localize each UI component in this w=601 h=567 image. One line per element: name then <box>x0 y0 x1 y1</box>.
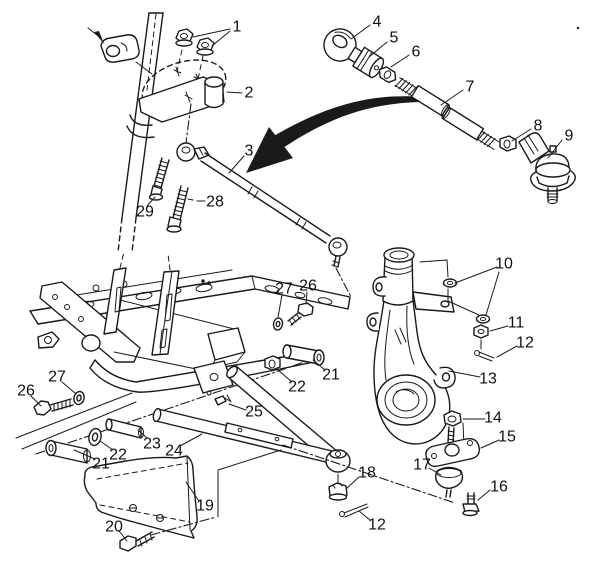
callout-17: 17 <box>413 457 431 474</box>
callout-6: 6 <box>412 44 421 61</box>
shield-leader-lines <box>150 449 282 536</box>
callout-12-apex: 12 <box>368 517 386 534</box>
part-23-sleeve-tube <box>105 418 144 439</box>
part-13-steering-knuckle <box>366 247 456 445</box>
callout-22-front: 22 <box>109 447 127 464</box>
callout-27-rear: 27 <box>275 281 293 298</box>
part-12-cotter-pin-knuckle <box>474 339 495 362</box>
callout-16: 16 <box>490 479 508 496</box>
part-19-shield <box>83 455 198 539</box>
callout-8: 8 <box>534 118 543 135</box>
callout-25: 25 <box>245 404 263 421</box>
part-20-bolt <box>119 531 155 552</box>
callout-21-front: 21 <box>92 456 110 473</box>
ball-joint-centerline <box>282 444 456 504</box>
callout-19: 19 <box>196 498 214 515</box>
callout-27-front: 27 <box>48 369 66 386</box>
part-6-jam-nut <box>378 66 397 84</box>
callout-labels: 1 2 3 4 5 6 7 8 9 10 11 12 12 13 14 15 1… <box>17 14 573 536</box>
callout-7: 7 <box>466 79 475 96</box>
direction-arrow-icon <box>246 96 422 173</box>
part-5-clamp <box>352 46 385 79</box>
part-7-adjuster-tube <box>410 84 485 141</box>
part-17-ball-joint <box>434 466 464 498</box>
callout-20: 20 <box>105 519 123 536</box>
callout-2: 2 <box>245 85 254 102</box>
tie-rod-threads-2 <box>476 130 500 151</box>
part-26-bolt-rear <box>287 302 314 326</box>
callout-5: 5 <box>390 30 399 47</box>
part-29-bolt <box>148 157 170 201</box>
callout-14: 14 <box>484 410 502 427</box>
outer-tie-rod-assembly <box>323 28 500 151</box>
callout-10: 10 <box>495 256 513 273</box>
callout-26-rear: 26 <box>299 278 317 295</box>
callout-3: 3 <box>245 143 254 160</box>
callout-22-rear: 22 <box>288 379 306 396</box>
callout-12-knuckle: 12 <box>516 335 534 352</box>
callout-18: 18 <box>358 465 376 482</box>
callout-9: 9 <box>565 128 574 145</box>
callout-21-rear: 21 <box>322 367 340 384</box>
callout-1: 1 <box>233 19 242 36</box>
part-22-bushing-front <box>88 427 102 447</box>
part-16-bolt <box>462 492 480 517</box>
apex-ball-joint-boss <box>325 449 351 473</box>
part-3-inner-tie-rod <box>176 103 352 298</box>
speck <box>576 26 580 30</box>
leader-lines <box>30 24 563 542</box>
part-9-tie-rod-end <box>518 132 576 204</box>
callout-29: 29 <box>136 204 154 221</box>
part-8-jam-nut <box>499 135 517 152</box>
a-arm-assembly <box>33 302 351 473</box>
part-2-steering-bracket <box>126 59 227 139</box>
part-12-cotter-pin-apex <box>339 503 369 518</box>
part-1-flange-nuts <box>173 28 215 84</box>
callout-15: 15 <box>498 429 516 446</box>
part-4-rod-end <box>323 28 363 64</box>
callout-28: 28 <box>206 194 224 211</box>
part-25-grease-fitting <box>206 390 232 406</box>
callout-24: 24 <box>165 443 183 460</box>
callout-13: 13 <box>479 371 497 388</box>
part-11-nut <box>473 324 489 339</box>
part-15-plate <box>425 437 480 468</box>
part-10-washers <box>419 259 491 324</box>
part-21-pivot-tube-front <box>45 439 91 464</box>
part-28-bolt <box>166 185 189 233</box>
part-14-bolt <box>443 410 465 448</box>
callout-23: 23 <box>143 436 161 453</box>
callout-11: 11 <box>508 315 525 332</box>
tie-rod-threads <box>394 77 418 97</box>
handlebar-clamp <box>87 27 153 75</box>
small-arrow-icon <box>94 31 104 44</box>
part-22-nut-rear <box>264 355 281 371</box>
frame <box>15 251 351 450</box>
part-18-castle-nut <box>328 473 348 501</box>
part-27-washer-rear <box>272 317 284 331</box>
callout-4: 4 <box>373 14 382 31</box>
part-26-bolt-front <box>33 398 74 416</box>
callout-26-front: 26 <box>17 383 35 400</box>
part-21-pivot-tube-rear <box>282 344 325 366</box>
part-27-washer-front <box>73 390 85 406</box>
